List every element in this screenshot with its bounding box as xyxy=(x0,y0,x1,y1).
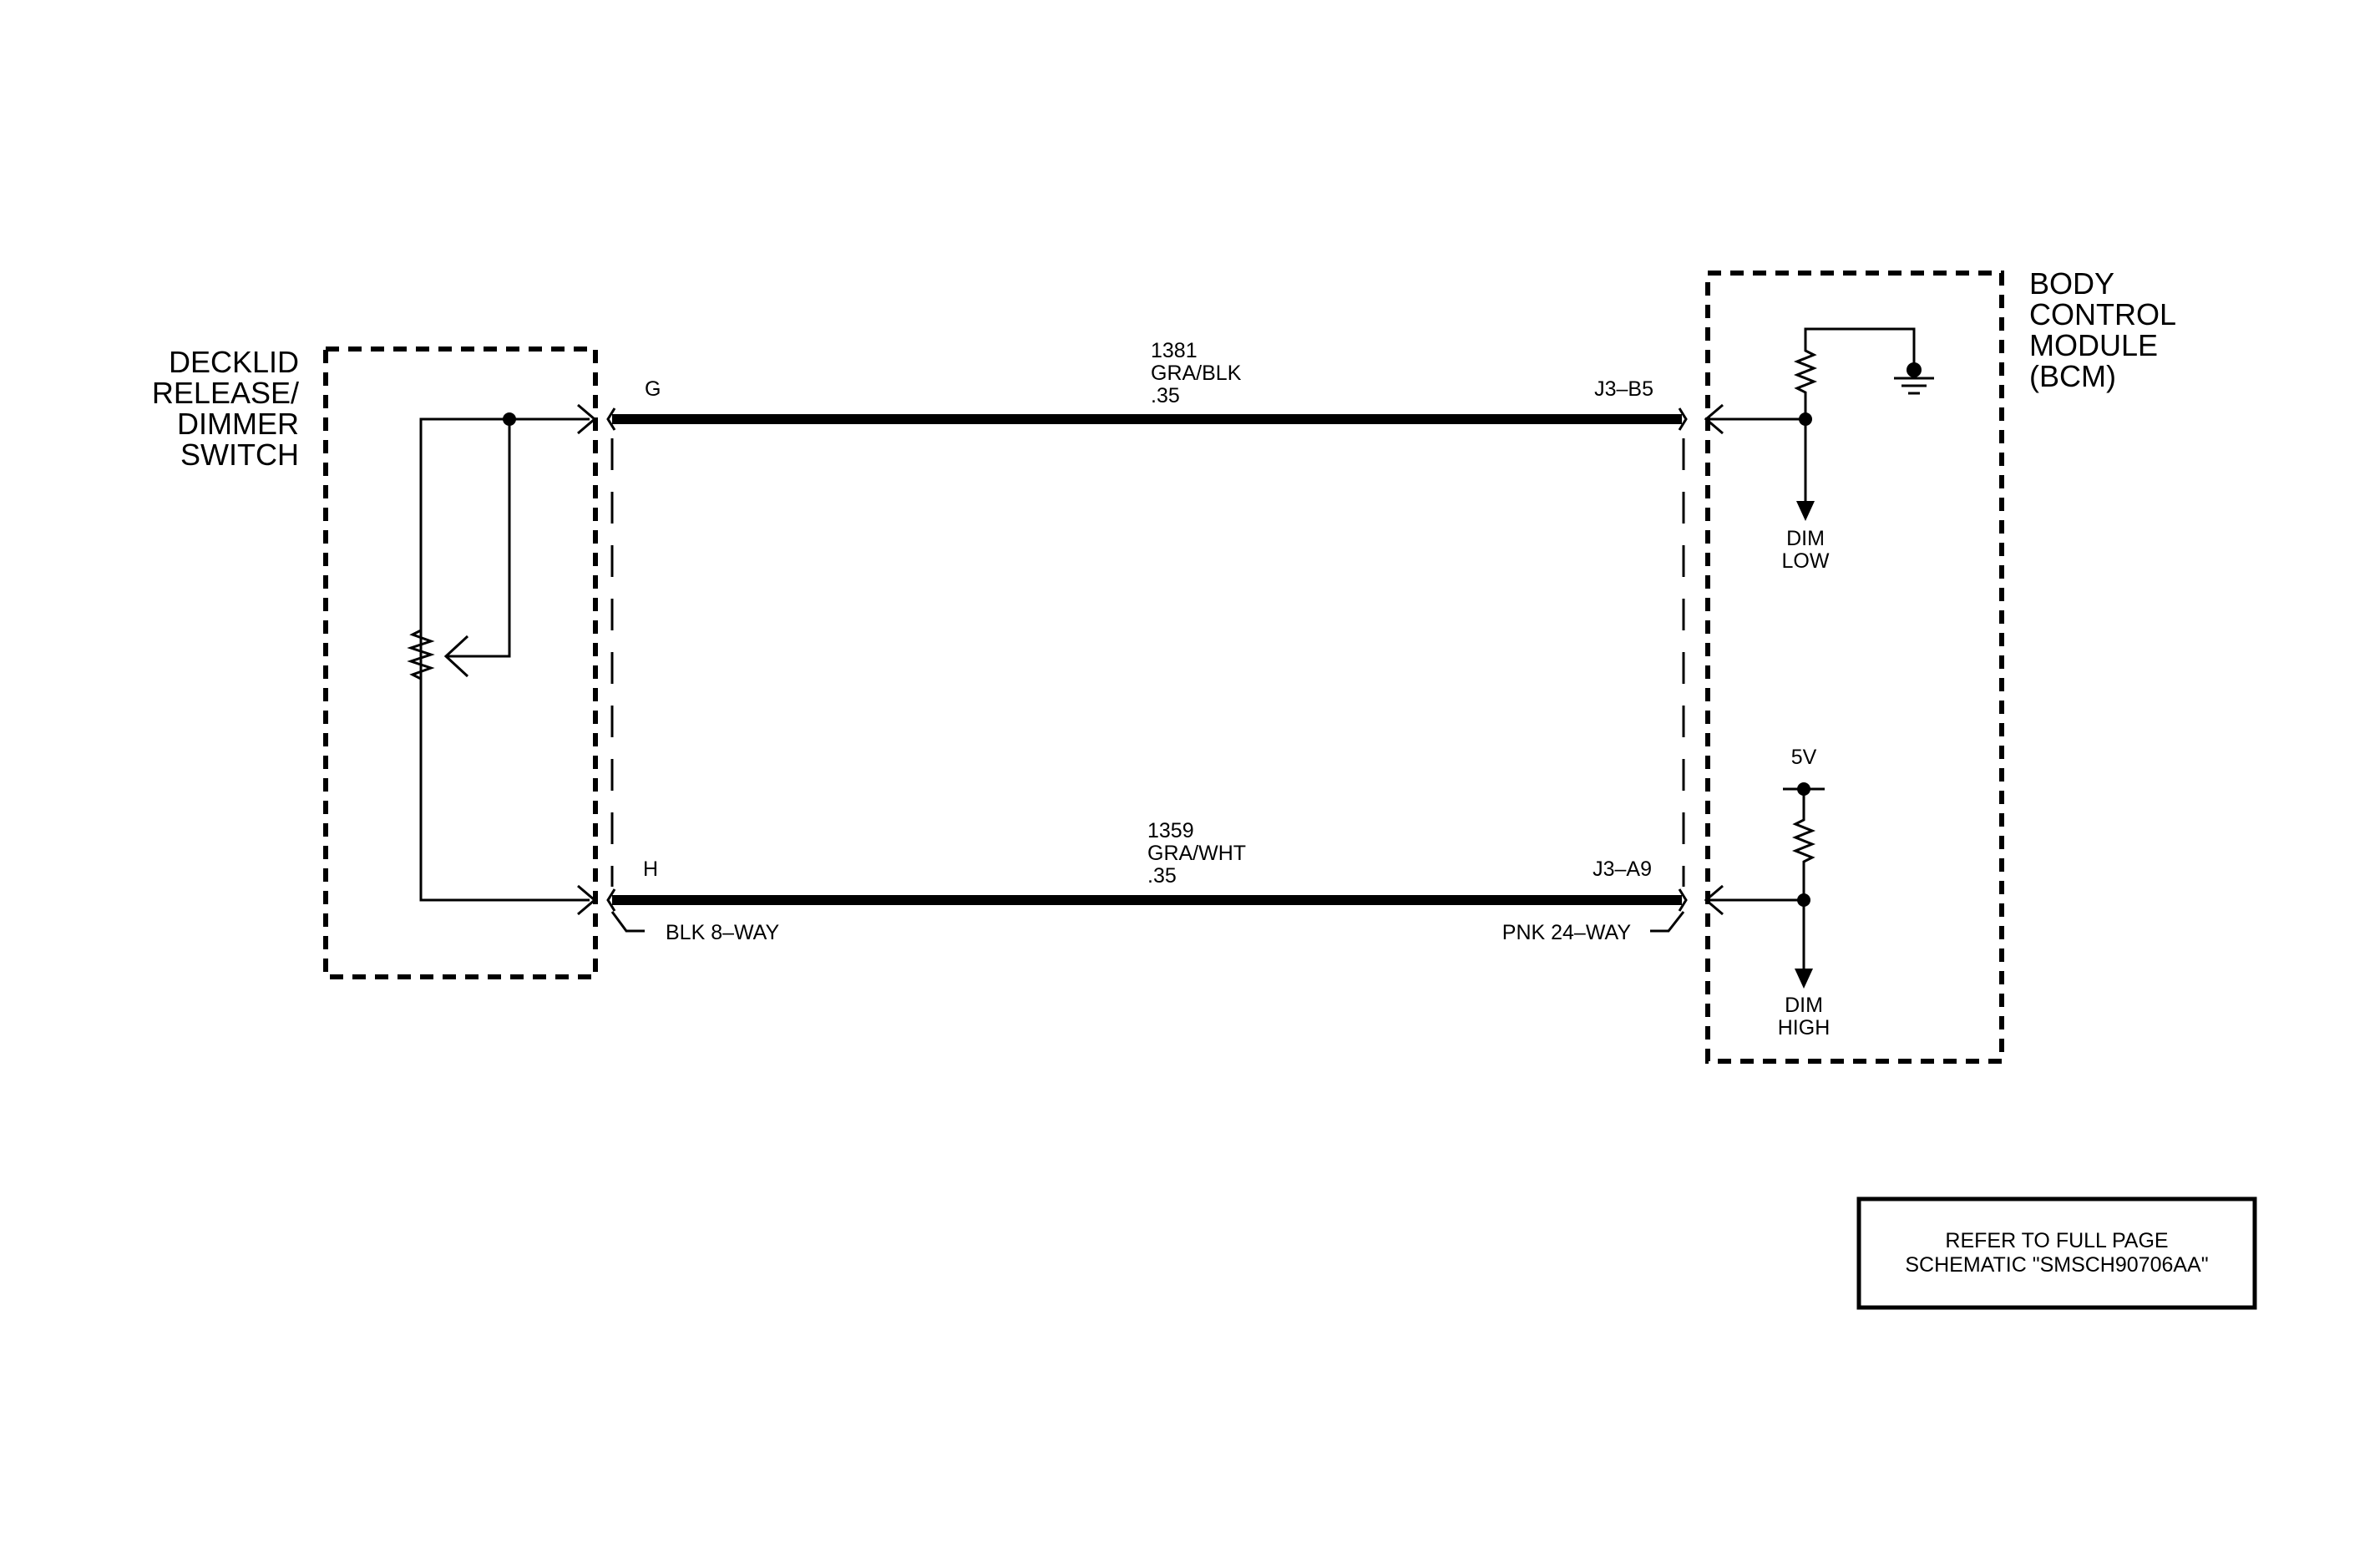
dim-low-label-2: LOW xyxy=(1782,549,1830,573)
color-1359: GRA/WHT xyxy=(1147,842,1246,865)
bcm-label-line-2: CONTROL xyxy=(2029,297,2176,331)
connector-right-leader xyxy=(1650,911,1685,933)
wiper-arrow-icon xyxy=(443,635,469,678)
dim-low-label-1: DIM xyxy=(1786,527,1825,550)
connector-right-label: PNK 24–WAY xyxy=(1502,921,1632,944)
dim-high-label-2: HIGH xyxy=(1778,1016,1831,1040)
connector-right-b5-icon xyxy=(1678,407,1688,431)
harness xyxy=(606,407,1688,933)
connector-left-leader xyxy=(610,911,645,933)
pin-g-arrow-icon xyxy=(577,403,597,435)
bcm-label-line-3: MODULE xyxy=(2029,328,2158,362)
supply-5v-label: 5V xyxy=(1791,746,1817,769)
bcm-internals: DIM LOW 5V DIM HIGH xyxy=(1704,327,1934,1040)
bcm-label-line-1: BODY xyxy=(2029,266,2114,301)
dim-high-label-1: DIM xyxy=(1785,994,1823,1017)
connector-right-a9-icon xyxy=(1678,888,1688,912)
switch-internals xyxy=(407,403,597,916)
junction-dot xyxy=(1907,362,1922,377)
junction-dot xyxy=(503,412,516,426)
connector-left-label: BLK 8–WAY xyxy=(666,921,779,944)
gauge-1359: .35 xyxy=(1147,864,1177,888)
dim-high-arrow-icon xyxy=(1795,969,1813,989)
gauge-1381: .35 xyxy=(1151,384,1180,407)
pin-h-arrow-icon xyxy=(577,884,597,916)
reference-note-line-1: REFER TO FULL PAGE xyxy=(1945,1229,2168,1252)
bcm-box xyxy=(1705,271,2004,1064)
wiper-wire xyxy=(446,419,511,658)
switch-frame-wire xyxy=(419,417,590,902)
circuit-1381: 1381 xyxy=(1151,339,1198,362)
reference-note-line-2: SCHEMATIC "SMSCH90706AA" xyxy=(1905,1253,2208,1277)
terminal-g: G xyxy=(645,377,661,401)
switch-label-line-2: RELEASE/ xyxy=(152,376,299,410)
connector-left-g-icon xyxy=(606,407,616,431)
dim-low-arrow-icon xyxy=(1796,501,1815,521)
pulldown-resistor-icon xyxy=(1793,327,1916,419)
terminal-j3-a9: J3–A9 xyxy=(1593,857,1652,881)
wire-labels: G 1381 GRA/BLK .35 J3–B5 H 1359 GRA/WHT … xyxy=(643,339,1653,944)
bcm-label: BODY CONTROL MODULE (BCM) xyxy=(2029,266,2176,393)
reference-note-box xyxy=(1856,1196,2257,1310)
pullup-resistor-icon xyxy=(1791,789,1816,900)
bcm-label-line-4: (BCM) xyxy=(2029,359,2116,393)
switch-label-line-3: DIMMER xyxy=(177,407,299,441)
switch-label-line-1: DECKLID xyxy=(169,345,299,379)
circuit-1359: 1359 xyxy=(1147,819,1194,842)
terminal-h: H xyxy=(643,857,658,881)
reference-note: REFER TO FULL PAGE SCHEMATIC "SMSCH90706… xyxy=(1856,1196,2257,1310)
terminal-j3-b5: J3–B5 xyxy=(1594,377,1653,401)
switch-box xyxy=(323,347,598,979)
switch-label: DECKLID RELEASE/ DIMMER SWITCH xyxy=(152,345,299,472)
switch-label-line-4: SWITCH xyxy=(180,438,299,472)
potentiometer-icon xyxy=(407,629,435,680)
connector-left-h-icon xyxy=(606,888,616,912)
color-1381: GRA/BLK xyxy=(1151,362,1242,385)
